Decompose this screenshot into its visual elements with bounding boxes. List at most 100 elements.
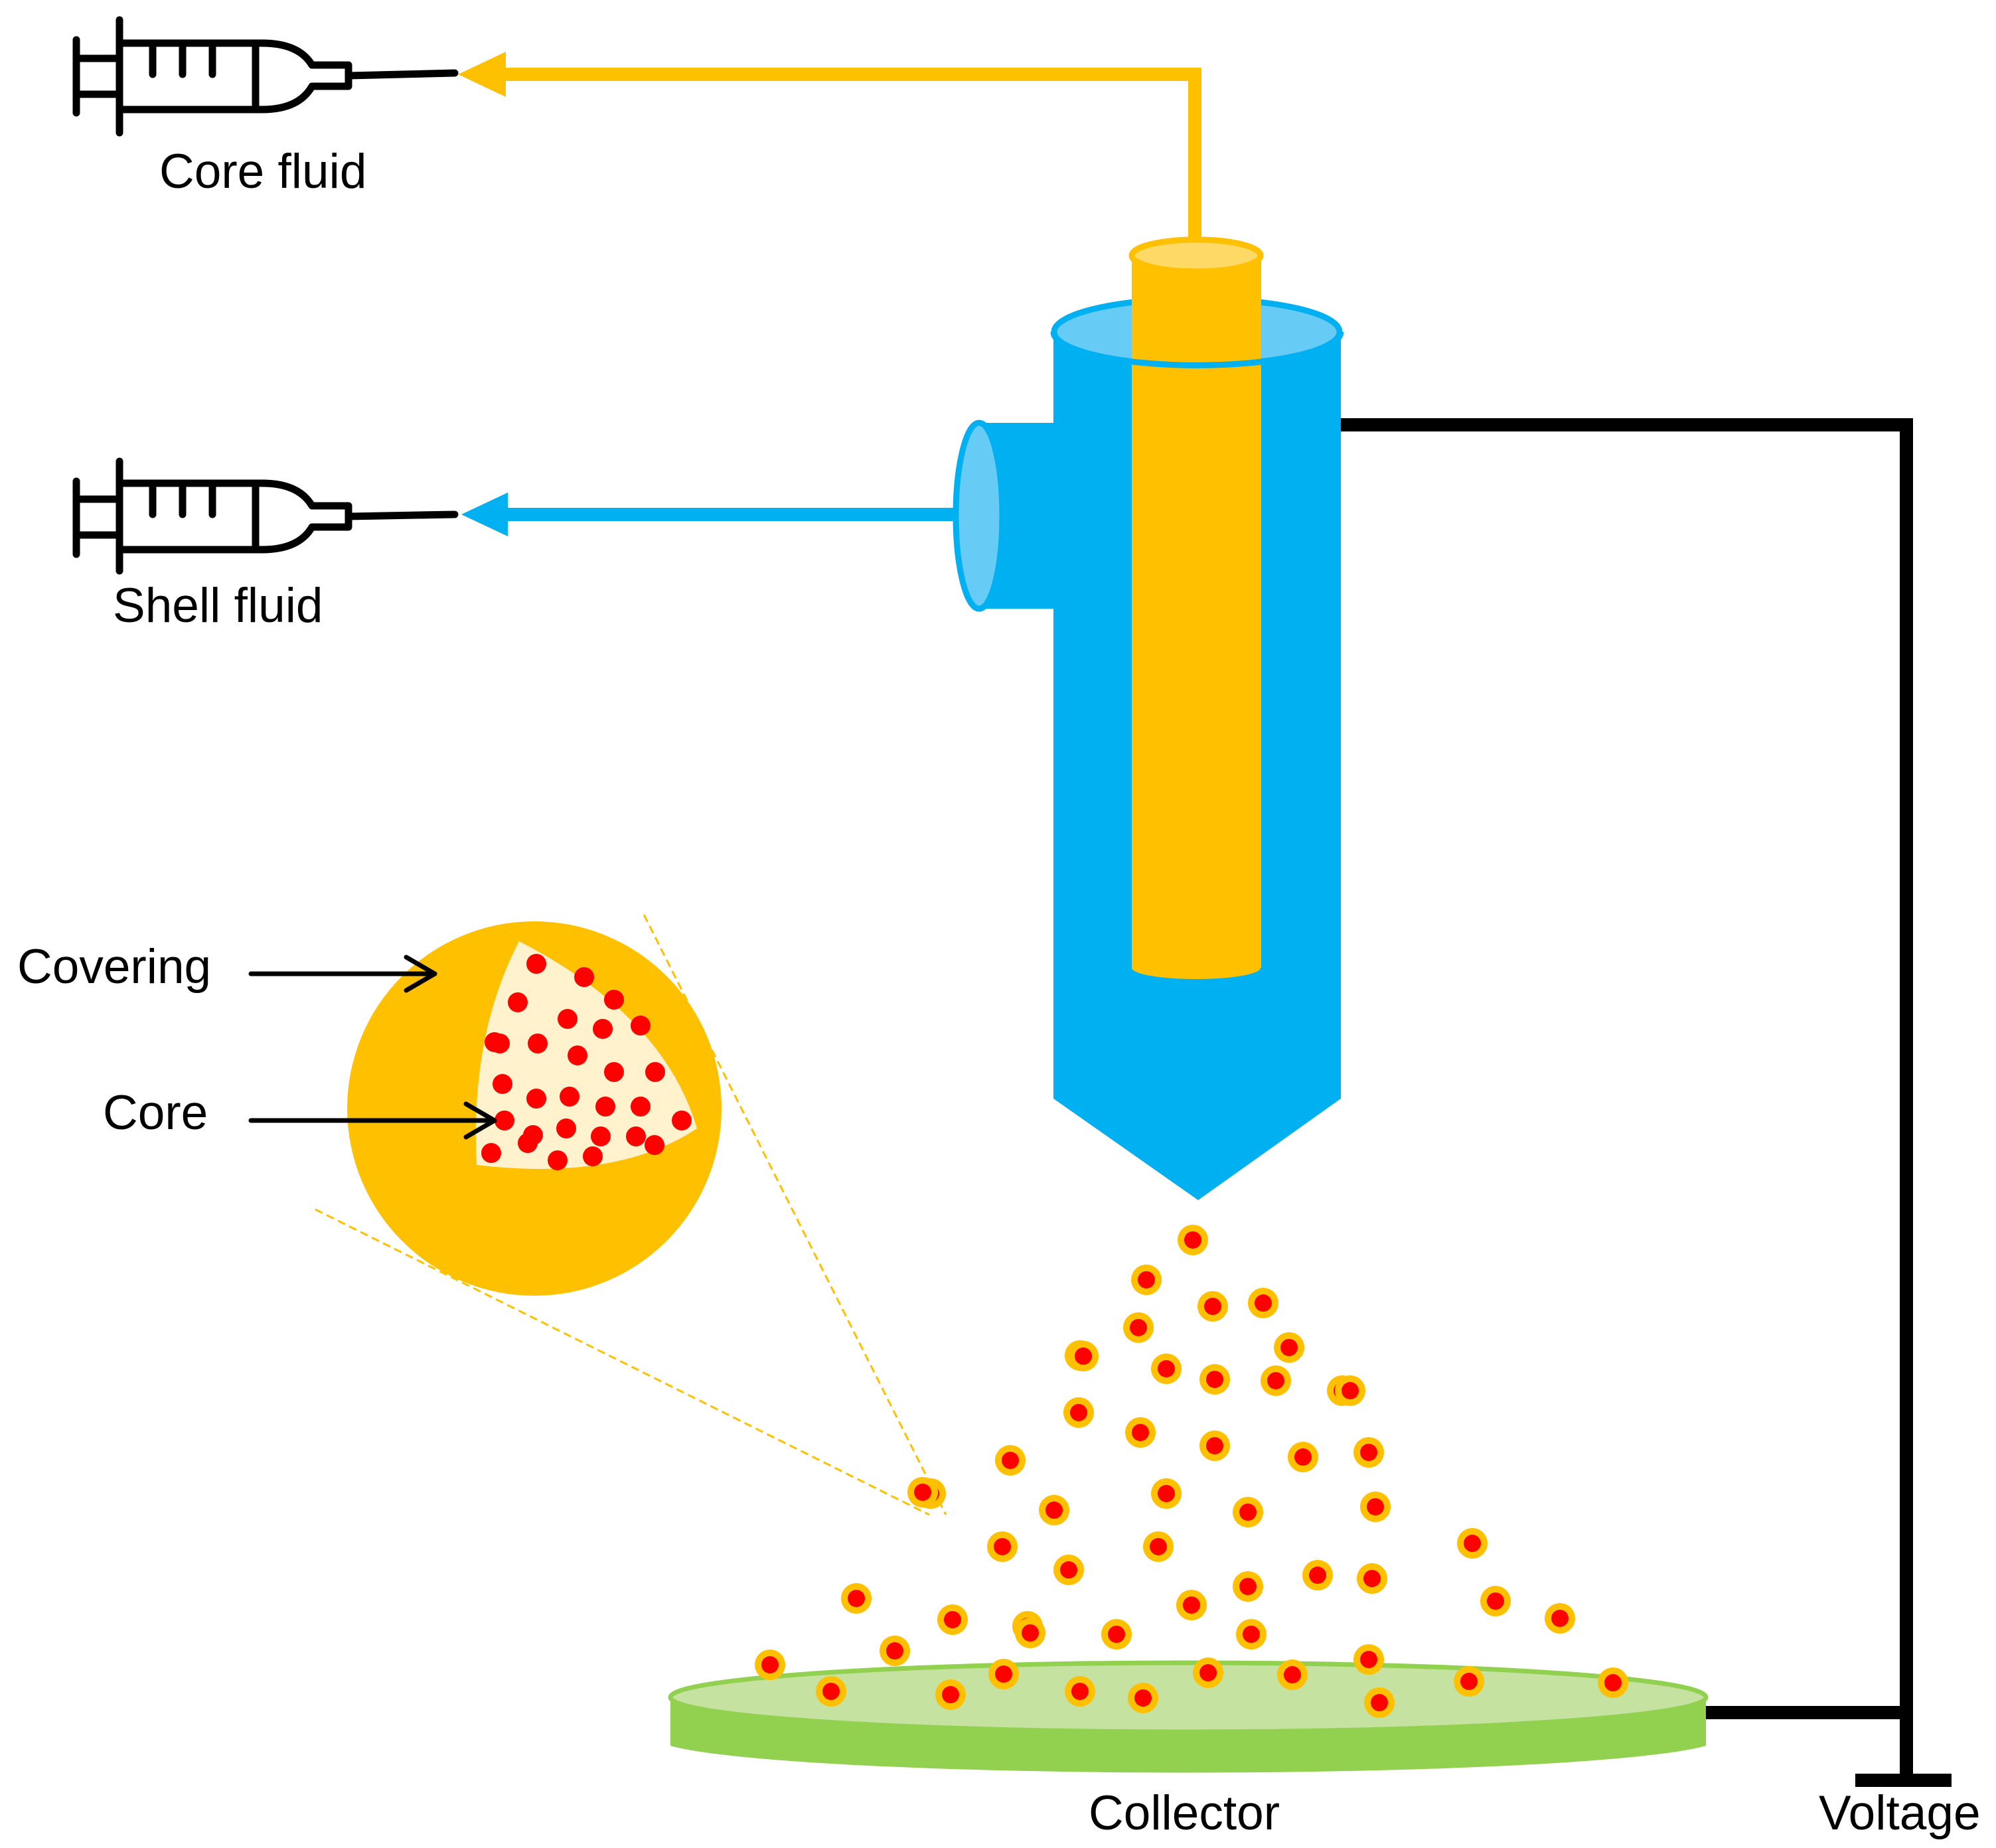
spray-particle	[1199, 1364, 1230, 1395]
core-needle	[1132, 256, 1261, 968]
core-dot	[595, 1097, 615, 1116]
core-dot	[556, 1118, 576, 1138]
spray-particle	[1197, 1291, 1228, 1322]
spray-particle	[1364, 1687, 1395, 1718]
core-dot	[604, 1062, 624, 1082]
spray-particle	[1274, 1332, 1304, 1363]
spray-particle	[880, 1636, 910, 1666]
spray-particle	[841, 1583, 872, 1614]
core-dot	[626, 1126, 646, 1146]
voltage-circuit-wire	[1328, 418, 1952, 1787]
spray-particle	[1248, 1288, 1278, 1318]
spray-particle	[1151, 1478, 1182, 1509]
spray-particle	[1151, 1353, 1182, 1384]
core-fluid-label: Core fluid	[159, 145, 367, 198]
core-dot	[493, 1074, 512, 1094]
spray-particle	[1457, 1528, 1488, 1559]
spray-particle	[816, 1676, 846, 1707]
spray-particle	[1261, 1365, 1291, 1396]
coaxial-nozzle	[953, 236, 1344, 1200]
core-dot	[631, 1097, 651, 1116]
spray-particle	[1233, 1571, 1263, 1602]
spray-particle	[1545, 1603, 1575, 1634]
spray-particle	[1277, 1659, 1308, 1690]
core-dot	[548, 1150, 568, 1170]
spray-particle	[1480, 1586, 1511, 1616]
spray-particle	[1039, 1495, 1069, 1525]
spray-particle	[1193, 1657, 1223, 1688]
core-dot	[558, 1009, 577, 1029]
shell-fluid-syringe-icon	[72, 457, 459, 575]
spray-particle	[1335, 1375, 1365, 1406]
core-needle-top	[1128, 236, 1264, 275]
core-dot	[645, 1062, 665, 1082]
spray-particle	[1236, 1619, 1267, 1650]
spray-particle	[1125, 1417, 1156, 1448]
core-fluid-feed-arrow	[458, 52, 1201, 246]
voltage-label: Voltage	[1819, 1786, 1981, 1840]
core-label: Core	[103, 1086, 208, 1140]
core-dot	[490, 1034, 510, 1053]
spray-particle	[1131, 1265, 1162, 1295]
core-dot	[583, 1146, 603, 1166]
covering-pointer-arrow	[248, 955, 437, 993]
core-dot	[508, 992, 528, 1012]
magnified-core-shell-particle	[347, 921, 722, 1296]
collector-label: Collector	[1089, 1786, 1280, 1840]
core-dot	[672, 1111, 692, 1130]
core-dot	[526, 1089, 546, 1109]
spray-particle	[1302, 1560, 1333, 1590]
spray-particle	[1598, 1667, 1628, 1698]
spray-particle	[1353, 1644, 1384, 1675]
spray-particle	[935, 1679, 966, 1710]
spray-particle	[1065, 1676, 1095, 1707]
spray-particle	[1015, 1618, 1045, 1648]
core-dot	[528, 1034, 548, 1053]
core-dot	[518, 1133, 538, 1153]
spray-particle	[1288, 1442, 1318, 1472]
spray-particle	[995, 1445, 1026, 1476]
spray-particle	[1143, 1531, 1174, 1562]
core-fluid-syringe-icon	[72, 16, 459, 137]
spray-particle	[1123, 1312, 1154, 1343]
core-dot	[495, 1111, 514, 1130]
spray-particle	[1053, 1555, 1084, 1585]
shell-fluid-label: Shell fluid	[113, 579, 323, 633]
core-dot	[645, 1135, 664, 1155]
spray-particle	[755, 1650, 785, 1680]
core-dot	[631, 1016, 651, 1036]
spray-particle	[1176, 1590, 1207, 1620]
core-dot	[574, 967, 594, 987]
spray-particle	[1233, 1497, 1263, 1527]
spray-particle	[1357, 1563, 1387, 1594]
zoom-guide-lines	[315, 914, 947, 1516]
spray-particle	[937, 1604, 968, 1635]
spray-particle	[988, 1659, 1019, 1689]
core-dot	[560, 1087, 579, 1107]
core-dot	[481, 1143, 501, 1163]
spray-particle	[1128, 1683, 1158, 1713]
side-inlet-opening	[953, 420, 1006, 612]
spray-particle	[1178, 1225, 1208, 1255]
spray-particle	[1199, 1430, 1230, 1461]
core-dot	[591, 1126, 611, 1146]
spray-particle	[1063, 1397, 1094, 1428]
core-pointer-arrow	[248, 1101, 497, 1140]
collector-plate	[668, 1660, 1709, 1773]
core-dot	[593, 1019, 613, 1039]
spray-particle	[1360, 1492, 1391, 1522]
core-dot	[568, 1045, 587, 1065]
spray-particle	[987, 1531, 1018, 1562]
core-dot	[604, 990, 624, 1010]
core-dot	[526, 954, 546, 974]
covering-label: Covering	[17, 940, 212, 994]
spray-particle	[1101, 1619, 1132, 1650]
core-particles	[481, 954, 692, 1170]
spray-particles	[755, 1225, 1628, 1718]
shell-fluid-feed-arrow	[461, 493, 976, 536]
spray-particle	[1068, 1341, 1099, 1371]
spray-particle	[1353, 1437, 1384, 1468]
spray-particle	[1454, 1666, 1484, 1697]
spray-particle	[907, 1477, 938, 1507]
